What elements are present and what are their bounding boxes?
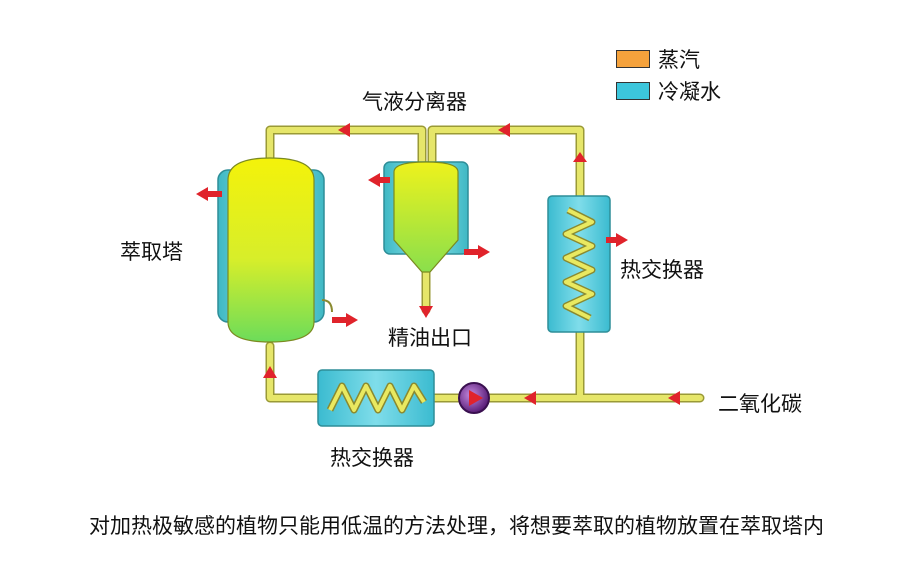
flow-arrows bbox=[196, 123, 680, 405]
arrow-pipe-bottom bbox=[524, 391, 536, 405]
legend-condensate: 冷凝水 bbox=[616, 76, 721, 106]
arrow-top-left-pipe bbox=[338, 123, 350, 137]
condensate-swatch bbox=[616, 82, 650, 100]
arrow-right-hx-down bbox=[573, 152, 587, 162]
arrow-sep-vent bbox=[368, 173, 390, 187]
legend-condensate-label: 冷凝水 bbox=[658, 80, 721, 104]
arrow-sep-inlet bbox=[464, 245, 490, 259]
arrow-tower-inlet bbox=[263, 366, 277, 378]
label-heat-exchanger-right: 热交换器 bbox=[620, 258, 704, 282]
pump bbox=[458, 382, 490, 414]
label-heat-exchanger-bottom: 热交换器 bbox=[330, 446, 414, 470]
legend-steam-label: 蒸汽 bbox=[658, 48, 700, 72]
arrow-right-hx-side bbox=[606, 233, 628, 247]
caption: 对加热极敏感的植物只能用低温的方法处理，将想要萃取的植物放置在萃取塔内 bbox=[89, 514, 824, 538]
extraction-tower bbox=[217, 157, 333, 343]
label-separator: 气液分离器 bbox=[362, 90, 467, 114]
gas-liquid-separator bbox=[383, 161, 469, 273]
arrow-oil-outlet bbox=[419, 306, 433, 318]
arrow-tower-vent bbox=[196, 187, 222, 201]
arrow-top-right-pipe bbox=[498, 123, 510, 137]
label-oil-outlet: 精油出口 bbox=[388, 326, 472, 350]
arrow-tower-side bbox=[332, 313, 358, 327]
label-co2: 二氧化碳 bbox=[718, 392, 802, 416]
heat-exchanger-bottom bbox=[317, 369, 435, 427]
heat-exchanger-right bbox=[547, 195, 611, 333]
legend-steam: 蒸汽 bbox=[616, 44, 700, 74]
steam-swatch bbox=[616, 50, 650, 68]
label-extraction-tower: 萃取塔 bbox=[120, 240, 183, 264]
arrow-co2-in bbox=[668, 391, 680, 405]
